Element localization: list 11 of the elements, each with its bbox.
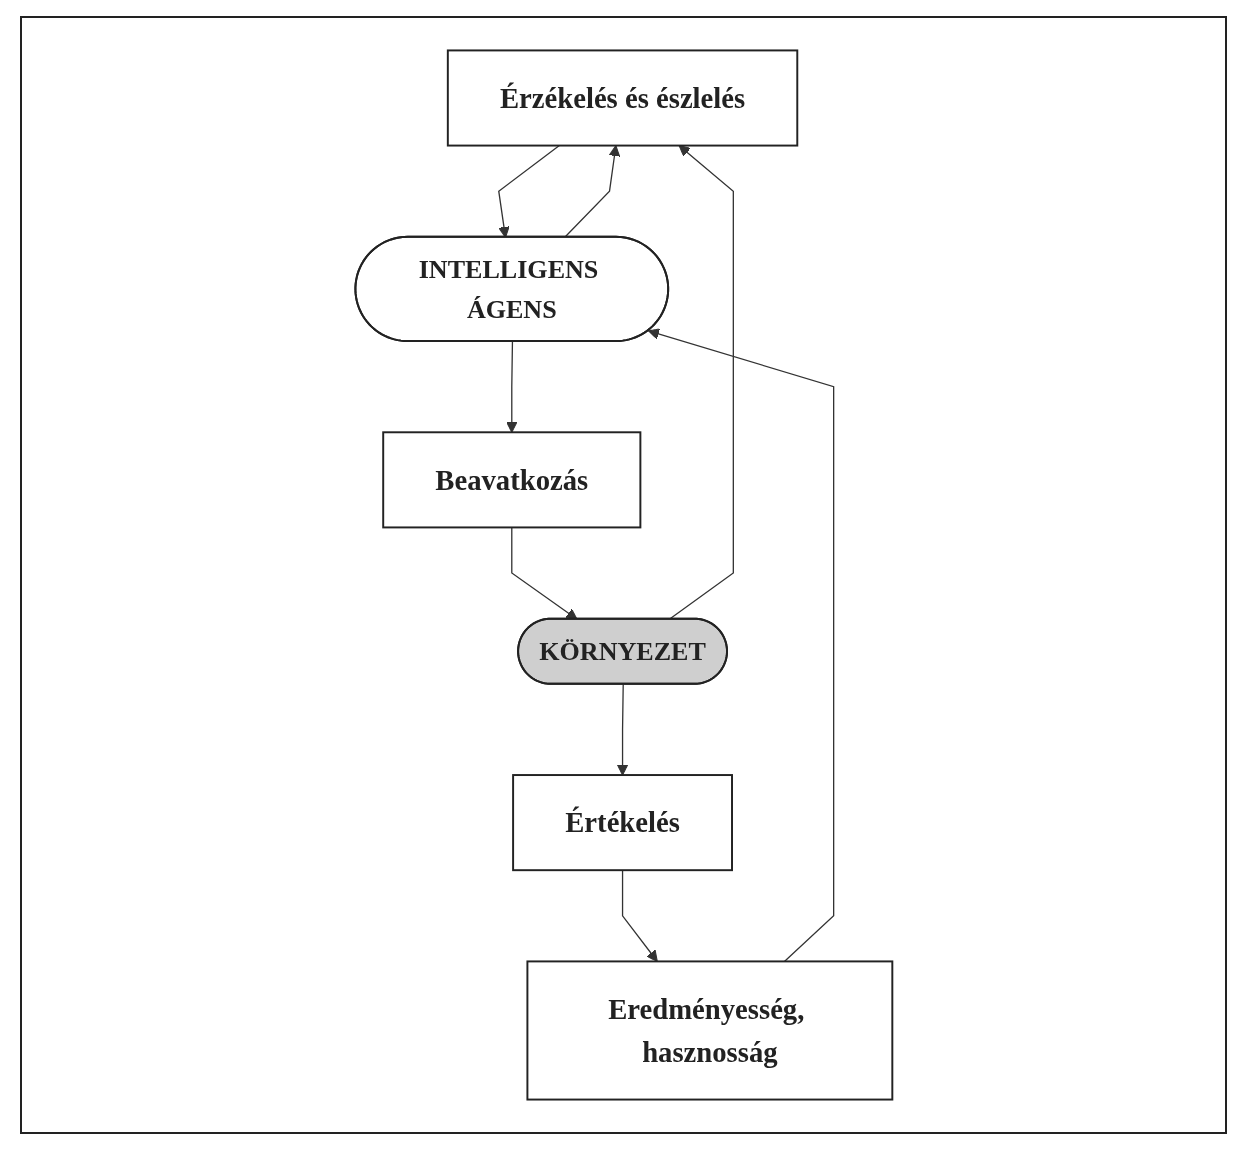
node-box: Érzékelés és észlelés (446, 49, 798, 147)
arrow (668, 145, 734, 620)
node-box: Eredményesség, hasznosság (526, 960, 893, 1101)
arrow (505, 341, 518, 433)
node-box: Értékelés (511, 774, 733, 872)
node-box: Beavatkozás (381, 431, 641, 529)
arrow (616, 683, 628, 776)
arrow (621, 869, 658, 962)
arrow (647, 328, 834, 963)
arrow (510, 526, 578, 620)
arrow (497, 144, 560, 238)
